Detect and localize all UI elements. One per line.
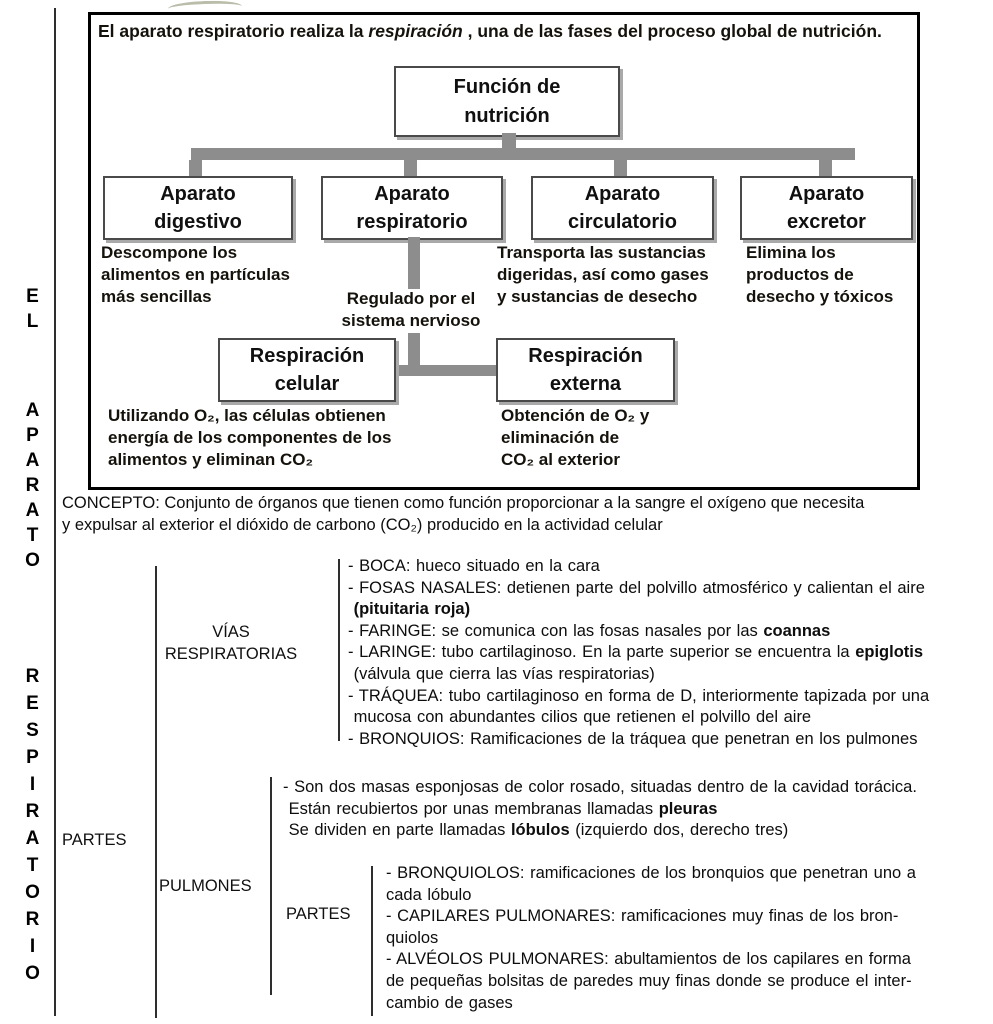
vias-items: - BOCA: hueco situado en la cara - FOSAS … (348, 556, 993, 750)
node-aparato-digestivo: Aparato digestivo (103, 176, 293, 240)
text-segment: coannas (763, 621, 831, 640)
bracket-line-main (54, 8, 56, 1016)
pulmones-label: PULMONES (159, 877, 252, 895)
connector-root-stub (502, 133, 516, 150)
text-segment: lóbulos (510, 821, 570, 840)
node-respiracion-externa: Respiración externa (496, 338, 675, 402)
text-segment: Se dividen en parte llamadas (288, 821, 506, 840)
outline-item: - BRONQUIOS: Ramificaciones de la tráque… (348, 729, 993, 751)
note-respiracion-celular: Utilizando O₂, las células obtienen ener… (108, 406, 392, 470)
connector-stub-excretor (819, 160, 832, 176)
vias-respiratorias-label: VÍAS RESPIRATORIAS (164, 623, 298, 663)
outline-item: - BOCA: hueco situado en la cara (348, 556, 993, 578)
text-segment: - BRONQUIOS: Ramificaciones de la tráque… (348, 729, 918, 748)
outline-item: - FARINGE: se comunica con las fosas nas… (348, 621, 993, 643)
node-respiracion-celular: Respiración celular (218, 338, 396, 402)
bracket-line-pulmones-partes (371, 866, 373, 1016)
concepto-text: CONCEPTO: Conjunto de órganos que tienen… (62, 494, 865, 534)
connector-respiracion-bar (393, 365, 500, 376)
text-segment: (izquierdo dos, derecho tres) (569, 821, 789, 840)
connector-horizontal-bar (191, 148, 855, 160)
connector-stub-circulatorio (614, 160, 627, 176)
text-segment: - BRONQUIOLOS: ramificaciones de los bro… (386, 864, 916, 904)
text-segment: - CAPILARES PULMONARES: ramificaciones m… (386, 907, 899, 947)
vertical-title-word-aparato: APARATO (22, 400, 43, 575)
bracket-line-vias (338, 559, 340, 741)
pulmones-description: - Son dos masas esponjosas de color rosa… (283, 777, 993, 842)
note-respiratorio: Regulado por el sistema nervioso (341, 289, 481, 331)
note-excretor: Elimina los productos de desecho y tóxic… (746, 243, 894, 307)
text-segment: epiglotis (855, 643, 924, 662)
text-segment: El aparato respiratorio realiza la (98, 21, 369, 41)
margin-dash: - (31, 477, 36, 494)
outline-item: - BRONQUIOLOS: ramificaciones de los bro… (386, 863, 992, 906)
note-respiracion-externa: Obtención de O₂ y eliminación de CO₂ al … (501, 406, 650, 470)
outline-item: - CAPILARES PULMONARES: ramificaciones m… (386, 906, 992, 949)
text-segment: - Son dos masas esponjosas de color rosa… (283, 778, 917, 818)
text-segment: (válvula que cierra las vías respiratori… (353, 664, 655, 683)
bracket-line-pulmones (270, 777, 272, 995)
node-funcion-de-nutricion: Función de nutrición (394, 66, 620, 137)
text-segment: pleuras (658, 799, 718, 818)
text-segment: - LARINGE: tubo cartilaginoso. En la par… (348, 643, 856, 662)
node-aparato-excretor: Aparato excretor (740, 176, 913, 240)
connector-respiratorio-down-a (408, 237, 420, 289)
node-aparato-circulatorio: Aparato circulatorio (531, 176, 714, 240)
pulmones-partes-items: - BRONQUIOLOS: ramificaciones de los bro… (386, 863, 992, 1014)
note-digestivo: Descompone los alimentos en partículas m… (101, 243, 290, 307)
flowchart-panel: El aparato respiratorio realiza la respi… (88, 12, 920, 490)
vertical-title-word-respiratorio: RESPIRATORIO (22, 666, 43, 990)
text-segment: - FOSAS NASALES: detienen parte del polv… (348, 578, 925, 597)
text-segment: - ALVÉOLOS PULMONARES: abultamientos de … (386, 950, 912, 1012)
text-segment: (pituitaria roja) (353, 600, 471, 619)
outline-item: - FOSAS NASALES: detienen parte del polv… (348, 578, 993, 621)
note-circulatorio: Transporta las sustancias digeridas, así… (497, 243, 709, 307)
text-segment: - FARINGE: se comunica con las fosas nas… (348, 621, 764, 640)
outline-item: - LARINGE: tubo cartilaginoso. En la par… (348, 642, 993, 685)
node-aparato-respiratorio: Aparato respiratorio (321, 176, 503, 240)
text-segment: respiración (368, 21, 463, 41)
intro-text: El aparato respiratorio realiza la respi… (98, 20, 898, 43)
text-segment: , una de las fases del proceso global de… (462, 21, 882, 41)
connector-stub-respiratorio (404, 160, 417, 176)
text-segment: - TRÁQUEA: tubo cartilaginoso en forma d… (348, 686, 930, 727)
vertical-title-word-el: EL (22, 286, 43, 336)
pulmones-partes-label: PARTES (286, 905, 351, 923)
outline-item: - TRÁQUEA: tubo cartilaginoso en forma d… (348, 686, 993, 729)
connector-stub-digestivo (189, 160, 202, 176)
outline-item: - ALVÉOLOS PULMONARES: abultamientos de … (386, 949, 992, 1014)
text-segment: - BOCA: hueco situado en la cara (348, 557, 600, 575)
partes-label: PARTES (62, 831, 127, 849)
bracket-line-partes (155, 566, 157, 1018)
